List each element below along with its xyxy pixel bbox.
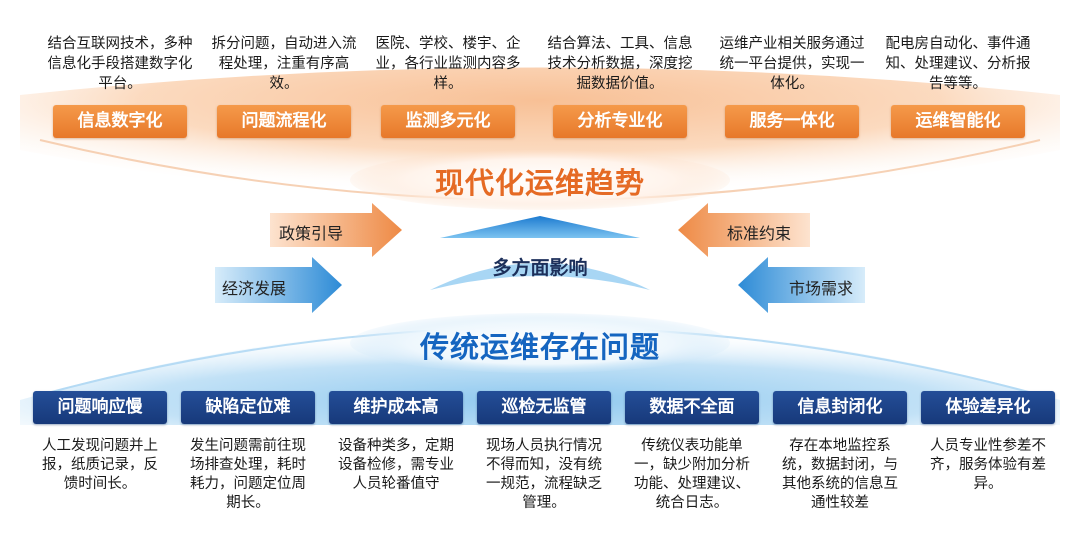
top-glow bbox=[20, 67, 1060, 200]
traditional-tag-2: 缺陷定位难 bbox=[181, 391, 315, 424]
traditional-tag-1: 问题响应慢 bbox=[33, 391, 167, 424]
modern-desc-6: 配电房自动化、事件通知、处理建议、分析报告等等。 bbox=[885, 36, 1031, 92]
up-arrow-wing bbox=[430, 263, 650, 290]
modern-desc-2: 拆分问题，自动进入流程处理，注重有序高效。 bbox=[211, 36, 357, 92]
traditional-tag-3: 维护成本高 bbox=[329, 391, 463, 424]
economy-label: 经济发展 bbox=[222, 279, 287, 298]
up-arrow-head bbox=[440, 216, 640, 238]
modern-trend-title: 现代化运维趋势 bbox=[434, 166, 645, 200]
traditional-desc-5: 传统仪表功能单一，缺少附加分析功能、处理建议、统合日志。 bbox=[634, 438, 750, 511]
traditional-desc-4: 现场人员执行情况不得而知，没有统一规范，流程缺乏管理。 bbox=[486, 438, 602, 511]
standard-arrow bbox=[678, 203, 810, 257]
modern-desc-5: 运维产业相关服务通过统一平台提供，实现一体化。 bbox=[719, 36, 865, 92]
traditional-desc-6: 存在本地监控系统，数据封闭，与其他系统的信息互通性较差 bbox=[782, 438, 898, 511]
market-arrow bbox=[738, 257, 865, 313]
top-title-ellipse bbox=[350, 150, 730, 210]
modern-desc-1: 结合互联网技术，多种信息化手段搭建数字化平台。 bbox=[47, 36, 193, 92]
traditional-desc-2: 发生问题需前往现场排查处理，耗时耗力，问题定位周期长。 bbox=[190, 438, 306, 511]
traditional-tag-6: 信息封闭化 bbox=[773, 391, 907, 424]
modern-tag-5: 服务一体化 bbox=[725, 105, 859, 138]
traditional-desc-3: 设备种类多，定期设备检修，需专业人员轮番值守 bbox=[338, 438, 454, 492]
traditional-tag-4: 巡检无监管 bbox=[477, 391, 611, 424]
modern-tag-4: 分析专业化 bbox=[553, 105, 687, 138]
influence-label: 多方面影响 bbox=[492, 257, 588, 279]
modern-tag-1: 信息数字化 bbox=[53, 105, 187, 138]
market-label: 市场需求 bbox=[789, 279, 854, 298]
traditional-tag-7: 体验差异化 bbox=[921, 391, 1055, 424]
traditional-desc-7: 人员专业性参差不齐，服务体验有差异。 bbox=[930, 438, 1046, 492]
modern-desc-4: 结合算法、工具、信息技术分析数据，深度挖掘数据价值。 bbox=[547, 36, 693, 92]
modern-tag-3: 监测多元化 bbox=[381, 105, 515, 138]
economy-arrow bbox=[215, 257, 342, 313]
bottom-title-ellipse bbox=[350, 313, 730, 373]
modern-desc-3: 医院、学校、楼宇、企业，各行业监测内容多样。 bbox=[375, 36, 521, 92]
standard-label: 标准约束 bbox=[727, 224, 792, 243]
traditional-problem-title: 传统运维存在问题 bbox=[419, 330, 660, 364]
traditional-tag-5: 数据不全面 bbox=[625, 391, 759, 424]
policy-arrow bbox=[270, 203, 402, 257]
traditional-desc-1: 人工发现问题并上报，纸质记录，反馈时间长。 bbox=[42, 438, 158, 492]
modern-tag-6: 运维智能化 bbox=[891, 105, 1025, 138]
policy-label: 政策引导 bbox=[279, 224, 344, 243]
modern-tag-2: 问题流程化 bbox=[217, 105, 351, 138]
